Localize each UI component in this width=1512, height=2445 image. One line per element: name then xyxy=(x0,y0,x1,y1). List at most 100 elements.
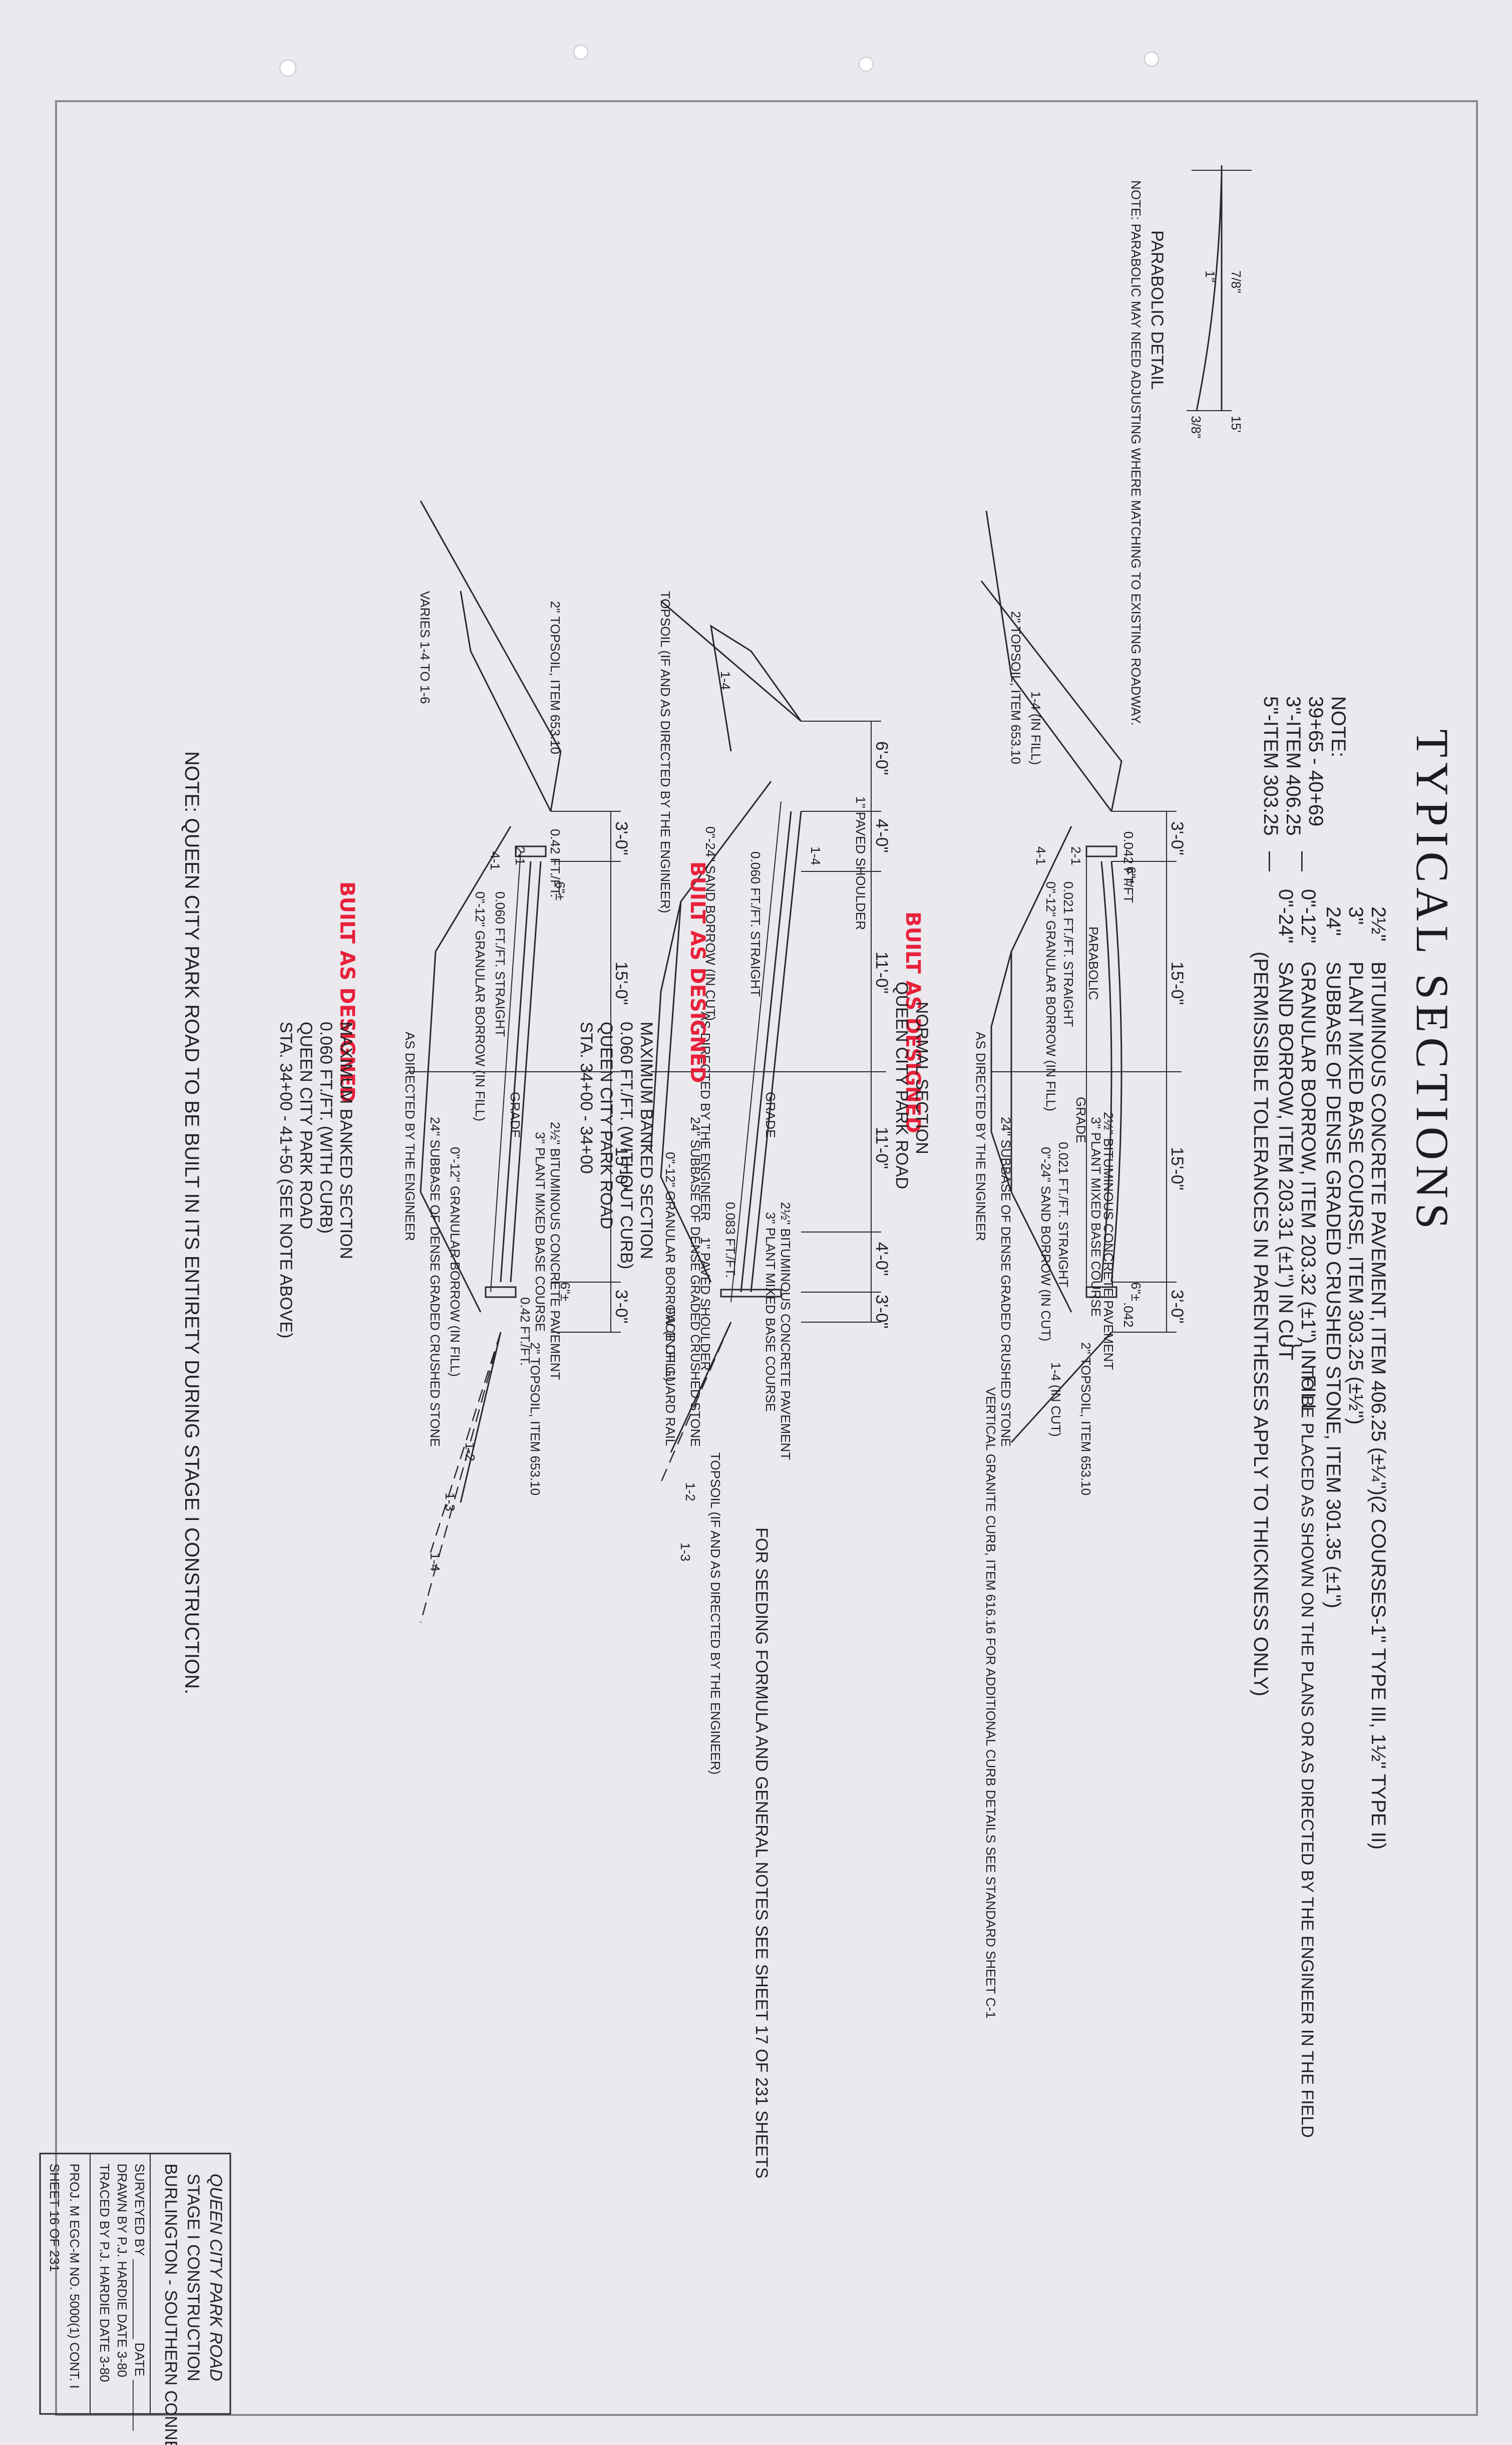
width-label: 3'-0" xyxy=(872,1295,891,1329)
built-as-designed: BUILT AS DESIGNED xyxy=(901,911,924,1133)
legend-text: BITUMINOUS CONCRETE PAVEMENT, ITEM 406.2… xyxy=(1367,962,1389,1850)
section-1: 3'-0" 15'-0" 15'-0" 3'-0" 2" TOPSOIL, IT… xyxy=(973,510,1187,2018)
built-as-designed: BUILT AS DESIGNED xyxy=(686,861,709,1083)
sheet-border xyxy=(55,100,1478,2416)
traced-by: TRACED BY P.J. HARDIE DATE 3-80 xyxy=(97,2164,112,2382)
label: 0.021 FT./FT. STRAIGHT xyxy=(1056,1142,1071,1288)
legend-depth: 3" xyxy=(1345,906,1367,925)
width-label: 4'-0" xyxy=(872,1242,891,1276)
subbase-bottom xyxy=(660,781,772,1283)
label: 1-3 xyxy=(678,1543,693,1562)
parabolic-detail: 7/8" 1" 3/8" 15' PARABOLIC DETAIL NOTE: … xyxy=(1128,165,1252,726)
legend-tolerance: (PERMISSIBLE TOLERANCES IN PARENTHESES A… xyxy=(1250,952,1272,1696)
label: 1-4 xyxy=(808,846,823,865)
label: 1-4 (IN FILL) xyxy=(1028,691,1043,765)
label: 1-4 (IN CUT) xyxy=(1048,1362,1063,1437)
sheet-number: SHEET 16 OF 231 xyxy=(47,2164,62,2272)
legend-field-note: TO BE PLACED AS SHOWN ON THE PLANS OR AS… xyxy=(1298,1367,1317,2138)
label: STA. 34+00 - 41+50 (SEE NOTE ABOVE) xyxy=(276,1022,295,1338)
legend-text: SAND BORROW, ITEM 203.31 (±1") IN CUT xyxy=(1275,962,1297,1360)
width-label: 15'-0" xyxy=(1168,962,1187,1005)
label: 6"± xyxy=(553,881,568,900)
label: 2½" BITUMINOUS CONCRETE PAVEMENT xyxy=(548,1122,563,1380)
label: 0.060 FT./FT. (WITH CURB) xyxy=(316,1022,335,1234)
surveyed-by: SURVEYED BY ___________ DATE _______ xyxy=(132,2164,147,2431)
label: 1-4 xyxy=(428,1553,443,1572)
label: 1-3 xyxy=(443,1492,458,1511)
label: 0"-12" GRANULAR BORROW (IN FILL) xyxy=(1043,881,1058,1111)
label: 3" PLANT MIXED BASE COURSE xyxy=(1088,1117,1103,1317)
width-label: 15'-0" xyxy=(612,1147,631,1190)
borrow-bottom xyxy=(650,901,682,1152)
fill-slope-alt xyxy=(430,1332,502,1553)
label: 24" SUBBASE OF DENSE GRADED CRUSHED STON… xyxy=(688,1117,703,1447)
label: PARABOLIC xyxy=(1086,927,1101,1000)
guard-rail-post xyxy=(720,1289,782,1298)
title-block-frame xyxy=(39,2153,231,2415)
label: AS DIRECTED BY THE ENGINEER xyxy=(403,1032,418,1241)
label: 6"± xyxy=(1128,1282,1144,1301)
bottom-note: NOTE: QUEEN CITY PARK ROAD TO BE BUILT I… xyxy=(181,751,203,1694)
label: 2½" BITUMINOUS CONCRETE PAVEMENT xyxy=(778,1202,793,1460)
label: AS DIRECTED BY THE ENGINEER xyxy=(698,1012,713,1221)
label: 0.021 FT./FT. STRAIGHT xyxy=(1061,881,1076,1027)
base-course xyxy=(740,811,792,1293)
label: AS DIRECTED BY THE ENGINEER xyxy=(973,1032,988,1241)
label: MAXIMUM BANKED SECTION xyxy=(336,1022,355,1259)
label: VARIES 1-4 TO 1-6 xyxy=(418,591,433,704)
topsoil-left-line xyxy=(660,600,802,722)
subbase-bottom xyxy=(420,826,512,1313)
legend-depth: 0"-12" xyxy=(1297,889,1319,943)
curb-left xyxy=(1085,845,1117,857)
borrow-bottom xyxy=(990,951,1012,1192)
label: MAXIMUM BANKED SECTION xyxy=(637,1022,656,1259)
legend: 2½" BITUMINOUS CONCRETE PAVEMENT, ITEM 4… xyxy=(1250,889,1389,2138)
punch-hole xyxy=(279,60,296,77)
label: 1-2 xyxy=(683,1482,698,1501)
base-course xyxy=(1100,861,1112,1283)
label: 3" PLANT MIXED BASE COURSE xyxy=(763,1212,778,1412)
width-label: 6'-0" xyxy=(872,741,891,775)
label: STA. 34+00 - 34+00 xyxy=(577,1022,596,1174)
legend-depth: 2½" xyxy=(1367,906,1389,942)
label: 6"± xyxy=(558,1282,573,1301)
fill-slope-right xyxy=(460,1332,502,1503)
label: 2½" BITUMINOUS CONCRETE PAVEMENT xyxy=(1101,1112,1116,1370)
label: 2" TOPSOIL, ITEM 653.10 xyxy=(1008,611,1023,764)
label: 0"-12" GRANULAR BORROW (IN FILL) xyxy=(663,1152,678,1382)
detail-note: NOTE: PARABOLIC MAY NEED ADJUSTING WHERE… xyxy=(1128,180,1144,726)
label: 0"-24" SAND BORROW (IN CUT) xyxy=(1038,1147,1053,1341)
label: 0.042 FT/FT xyxy=(1121,831,1136,903)
subbase-top xyxy=(730,801,782,1303)
label: VERTICAL GRANITE CURB, ITEM 616.16 FOR A… xyxy=(983,1387,998,2018)
note-dash: — xyxy=(1260,851,1282,871)
detail-dim: 3/8" xyxy=(1189,416,1204,438)
label: QUEEN CITY PARK ROAD xyxy=(892,982,911,1189)
subbase-bottom xyxy=(1010,826,1072,1313)
note-label: NOTE: xyxy=(1327,696,1349,757)
legend-text: PLANT MIXED BASE COURSE, ITEM 303.25 (±½… xyxy=(1345,962,1367,1425)
pavement-surface xyxy=(1110,861,1122,1283)
label: TOPSOIL (IF AND AS DIRECTED BY THE ENGIN… xyxy=(658,591,673,913)
width-label: 11'-0" xyxy=(872,952,891,994)
width-label: 3'-0" xyxy=(1168,1290,1187,1324)
label: 0.083 FT./FT. xyxy=(723,1202,738,1278)
label: 0.060 FT./FT. (WITHOUT CURB) xyxy=(617,1022,636,1269)
label: 1-2 xyxy=(463,1442,478,1461)
legend-text: SUBBASE OF DENSE GRADED CRUSHED STONE, I… xyxy=(1322,962,1344,1608)
label: 0.060 FT./FT. STRAIGHT xyxy=(493,891,508,1037)
curb-right xyxy=(1085,1286,1117,1298)
title-block: QUEEN CITY PARK ROAD STAGE I CONSTRUCTIO… xyxy=(39,2153,231,2445)
label: 24" SUBBASE OF DENSE GRADED CRUSHED STON… xyxy=(998,1117,1013,1447)
stage: STAGE I CONSTRUCTION xyxy=(184,2174,203,2381)
label: 0.42 FT./FT. xyxy=(518,1297,533,1366)
legend-text: GRANULAR BORROW, ITEM 203.32 (±1") IN FI… xyxy=(1297,962,1319,1415)
label: 3" PLANT MIXED BASE COURSE xyxy=(533,1132,548,1332)
label: 2-1 xyxy=(513,846,528,865)
note-item1: 3"-ITEM 406.25 xyxy=(1282,696,1304,836)
label: 0.42 FT./FT. xyxy=(548,829,563,897)
punch-hole xyxy=(859,57,874,72)
legend-brace: } xyxy=(1283,1342,1305,1349)
detail-parabola xyxy=(1196,170,1223,411)
